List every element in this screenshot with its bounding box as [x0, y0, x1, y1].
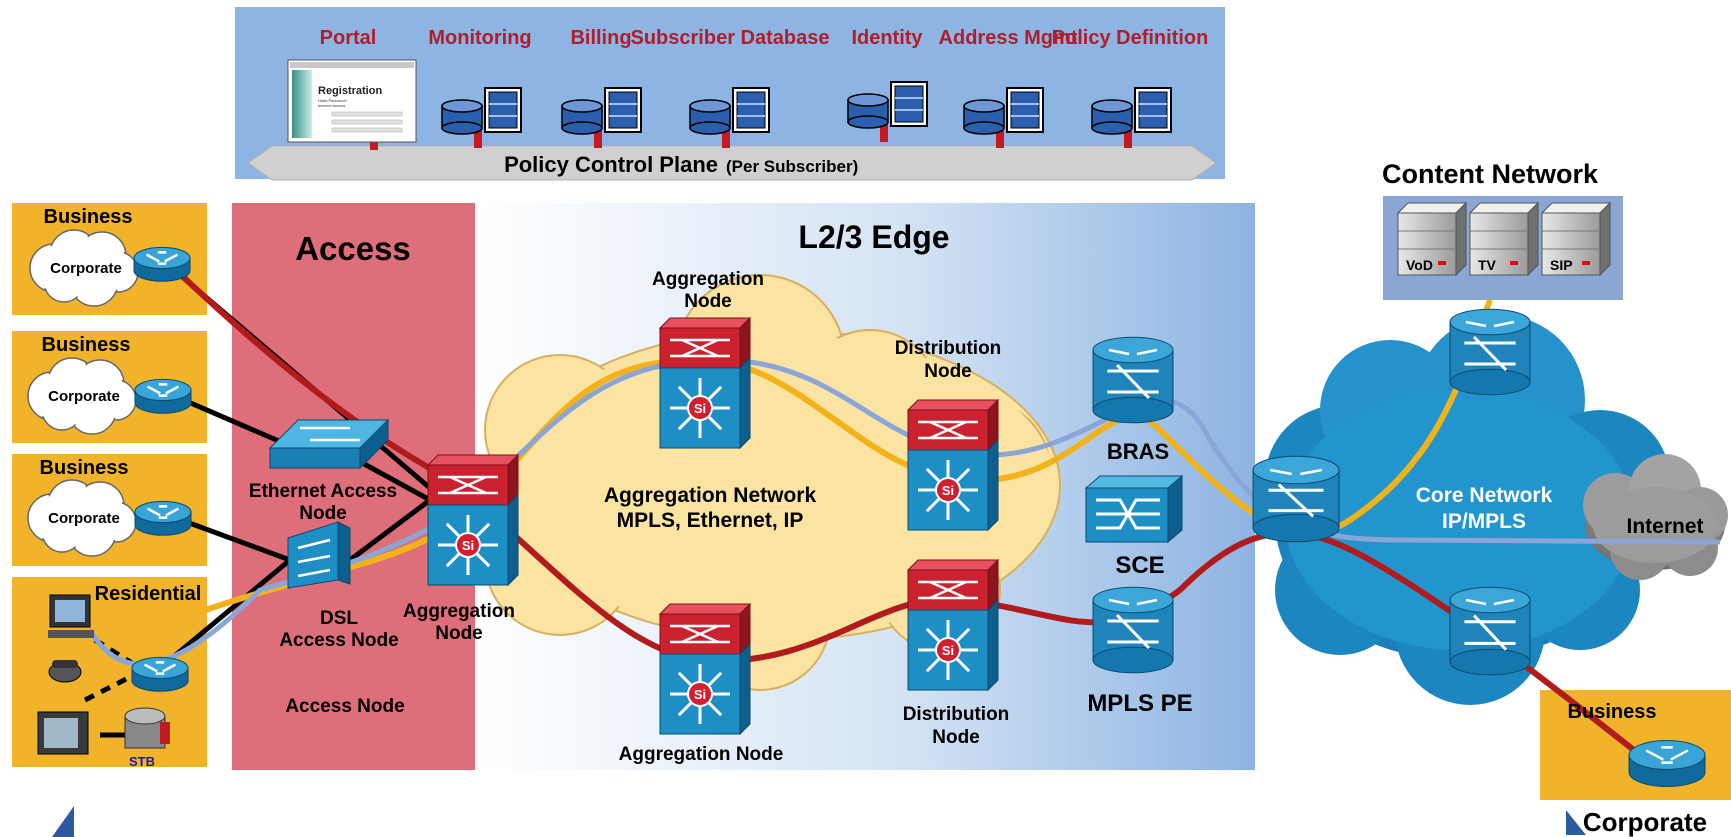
- aggregation-switch-left: Si: [426, 453, 520, 587]
- content-server-tv: TV: [1468, 201, 1540, 277]
- database-server-icon: [1091, 87, 1172, 148]
- content-server-vod: VoD: [1396, 201, 1468, 277]
- component-label-monitoring: Monitoring: [428, 27, 531, 49]
- corporate-router-1: [133, 246, 191, 282]
- distribution-switch-bottom: Si: [906, 558, 1000, 692]
- content-servers: VoD TV SIP: [1396, 201, 1612, 277]
- aggregation-switch-top: Si: [658, 316, 752, 450]
- residential-label: Residential: [95, 583, 202, 605]
- database-server-icon: [561, 87, 642, 148]
- business-box-right: [1540, 690, 1731, 800]
- aggregation-node-label-top-2: Node: [684, 291, 732, 312]
- access-node-label: Access Node: [285, 696, 404, 717]
- bras-router: [1092, 336, 1174, 424]
- content-server-sip: SIP: [1540, 201, 1612, 277]
- portal-screen-line2: Internet Access: [318, 103, 345, 108]
- business-label-right: Business: [1568, 701, 1657, 723]
- distribution-switch-top: Si: [906, 398, 1000, 532]
- content-server-label: VoD: [1406, 257, 1433, 273]
- dsl-access-node: [287, 521, 351, 589]
- business-label-2: Business: [42, 334, 131, 356]
- core-router-top: [1449, 308, 1531, 396]
- aggregation-switch-bottom: Si: [658, 602, 752, 736]
- corner-triangle-right: [1566, 810, 1586, 835]
- residential-router: [131, 656, 189, 692]
- component-label-address-mgmt: Address Mgmt: [939, 27, 1078, 49]
- residential-tv-icon: [37, 711, 89, 755]
- stb-label: STB: [129, 754, 155, 769]
- portal-screen-title: Registration: [318, 85, 382, 97]
- corporate-cloud: Corporate: [27, 357, 137, 435]
- sce-device: [1084, 474, 1184, 544]
- mpls-pe-label: MPLS PE: [1087, 690, 1192, 717]
- component-label-policy-definition: Policy Definition: [1052, 27, 1209, 49]
- edge-title: L2/3 Edge: [798, 219, 949, 255]
- corporate-label-right: Corporate: [1583, 807, 1707, 837]
- corporate-cloud: Corporate: [29, 229, 139, 307]
- content-network-title: Content Network: [1382, 159, 1599, 189]
- corporate-label: Corporate: [48, 510, 120, 527]
- core-edge-router: [1252, 455, 1340, 543]
- corporate-router-right: [1628, 740, 1706, 788]
- corporate-router-3: [134, 500, 192, 536]
- internet-cloud: [1583, 454, 1728, 580]
- policy-arrow: [247, 145, 1217, 181]
- bras-label: BRAS: [1107, 439, 1169, 464]
- ethernet-access-label-2: Node: [299, 503, 347, 524]
- database-server-icon: [847, 81, 928, 142]
- residential-pc-icon: [48, 594, 94, 638]
- corporate-label: Corporate: [48, 388, 120, 405]
- component-label-billing: Billing: [570, 27, 631, 49]
- aggregation-node-label-top-1: Aggregation: [652, 269, 764, 290]
- internet-label: Internet: [1626, 515, 1703, 538]
- database-server-icon: [689, 87, 770, 148]
- corporate-label: Corporate: [50, 260, 122, 277]
- database-server-icon: [441, 87, 522, 148]
- core-network-label-2: IP/MPLS: [1442, 510, 1526, 533]
- set-top-box-icon: [124, 707, 170, 749]
- switch-glyph-label: Si: [694, 401, 706, 416]
- sce-label: SCE: [1115, 552, 1164, 579]
- business-label-3: Business: [40, 457, 129, 479]
- core-router-bottom: [1449, 586, 1531, 676]
- corporate-router-2: [134, 378, 192, 414]
- residential-phone-icon: [48, 660, 82, 683]
- switch-glyph-label: Si: [462, 538, 474, 553]
- distribution-node-label-top-2: Node: [924, 361, 972, 382]
- content-server-label: TV: [1478, 257, 1497, 273]
- aggregation-node-label-left-1: Aggregation: [403, 601, 515, 622]
- portal-screenshot-icon: Registration Hotel Personnel Internet Ac…: [287, 59, 417, 150]
- component-label-subscriber-db: Subscriber Database: [631, 27, 830, 49]
- policy-plane-title: Policy Control Plane: [504, 152, 718, 177]
- core-network-label-1: Core Network: [1416, 484, 1553, 507]
- distribution-node-label-bottom-2: Node: [932, 727, 980, 748]
- aggregation-node-label-bottom: Aggregation Node: [619, 744, 784, 765]
- ethernet-access-switch: [268, 418, 390, 470]
- policy-plane-subtitle: (Per Subscriber): [726, 157, 858, 176]
- mpls-pe-router: [1092, 586, 1174, 674]
- distribution-node-label-bottom-1: Distribution: [903, 704, 1010, 725]
- distribution-node-label-top-1: Distribution: [895, 338, 1002, 359]
- aggregation-network-label-2: MPLS, Ethernet, IP: [617, 509, 804, 532]
- switch-glyph-label: Si: [694, 687, 706, 702]
- database-server-icon: [963, 87, 1044, 148]
- aggregation-network-label-1: Aggregation Network: [604, 484, 817, 507]
- switch-glyph-label: Si: [942, 643, 954, 658]
- portal-screen-line1: Hotel Personnel: [318, 98, 347, 103]
- dsl-access-label-1: DSL: [320, 608, 358, 629]
- component-label-portal: Portal: [320, 27, 377, 49]
- access-title: Access: [295, 230, 411, 267]
- corporate-cloud: Corporate: [27, 479, 137, 557]
- dsl-access-label-2: Access Node: [279, 630, 398, 651]
- business-label-1: Business: [44, 206, 133, 228]
- corner-triangle-left: [52, 806, 74, 837]
- component-label-identity: Identity: [851, 27, 923, 49]
- switch-glyph-label: Si: [942, 483, 954, 498]
- aggregation-node-label-left-2: Node: [435, 623, 483, 644]
- ethernet-access-label-1: Ethernet Access: [249, 481, 397, 502]
- content-server-label: SIP: [1550, 257, 1573, 273]
